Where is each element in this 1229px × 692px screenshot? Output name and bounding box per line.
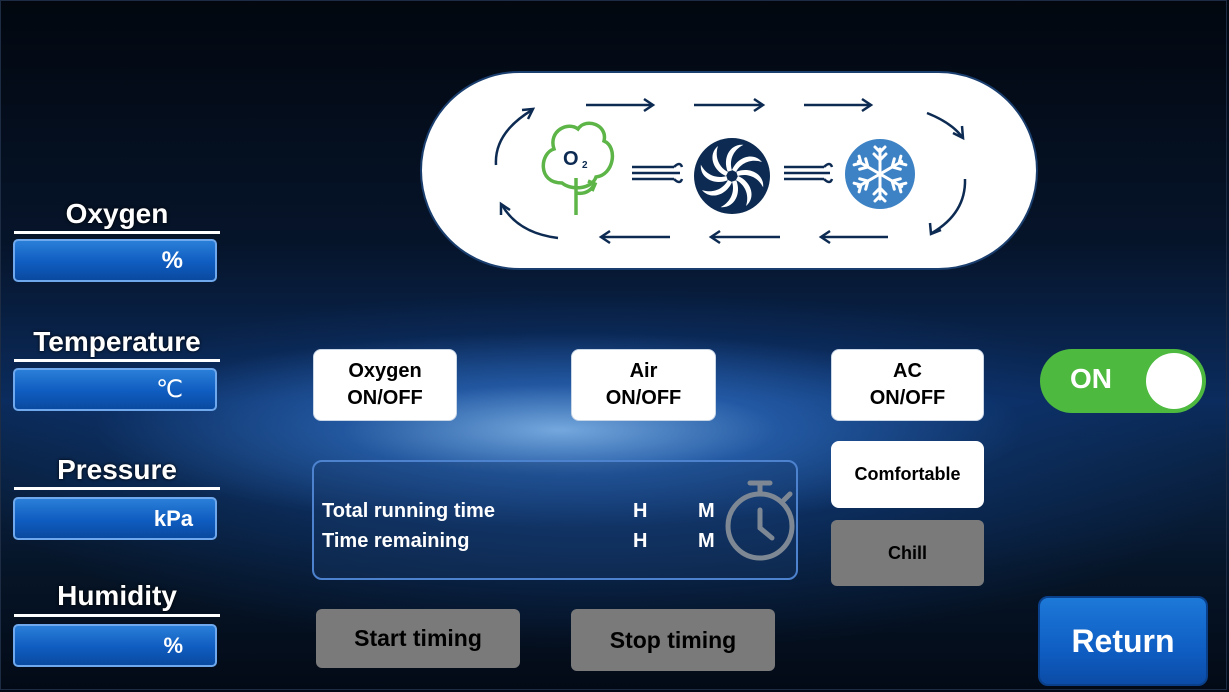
air-onoff-line2: ON/OFF (605, 387, 682, 409)
fan-icon (694, 138, 770, 214)
power-toggle[interactable]: ON (1040, 349, 1206, 413)
wind-icon (632, 162, 684, 184)
humidity-unit: % (163, 632, 183, 658)
oxygen-unit: % (161, 246, 183, 274)
humidity-divider (14, 614, 220, 617)
flow-arrow-icon (494, 97, 967, 245)
humidity-label: Humidity (57, 580, 177, 611)
oxygen-label: Oxygen (65, 198, 169, 229)
tree-o2-icon: O 2 (541, 121, 615, 215)
remaining-minutes-unit: M (698, 530, 715, 552)
air-onoff-line1: Air (629, 360, 658, 382)
stopwatch-icon (725, 480, 795, 561)
timer-panel: Total running time H M Time remaining H … (312, 460, 798, 580)
air-process-diagram: O 2 (420, 71, 1038, 270)
mode-chill-label: Chill (888, 542, 927, 563)
ac-onoff-button[interactable]: AC ON/OFF (831, 349, 984, 421)
oxygen-onoff-line2: ON/OFF (347, 387, 423, 409)
total-hours-unit: H (633, 500, 648, 522)
pressure-label: Pressure (57, 454, 177, 485)
temperature-unit: ℃ (156, 376, 183, 403)
pressure-divider (14, 487, 220, 490)
ac-onoff-line1: AC (893, 360, 922, 382)
pressure-unit: kPa (153, 505, 193, 531)
return-label: Return (1071, 622, 1175, 659)
start-timing-button[interactable]: Start timing (316, 609, 520, 668)
o2-text: O (563, 148, 579, 170)
wind-icon (784, 162, 834, 184)
power-toggle-label: ON (1070, 363, 1112, 394)
temperature-divider (14, 359, 220, 362)
humidity-reading-box: % (13, 624, 217, 667)
return-button[interactable]: Return (1038, 596, 1208, 686)
oxygen-divider (14, 231, 220, 234)
time-remaining-label: Time remaining (322, 530, 470, 552)
oxygen-onoff-line1: Oxygen (348, 360, 422, 382)
temperature-label: Temperature (33, 326, 201, 357)
pressure-reading-box: kPa (13, 497, 217, 540)
start-timing-label: Start timing (354, 625, 482, 651)
stop-timing-label: Stop timing (609, 626, 737, 653)
stop-timing-button[interactable]: Stop timing (571, 609, 775, 671)
power-toggle-knob (1146, 353, 1202, 409)
mode-comfortable-label: Comfortable (854, 464, 961, 484)
mode-comfortable-button[interactable]: Comfortable (831, 441, 984, 508)
temperature-reading-box: ℃ (13, 368, 217, 411)
ac-onoff-line2: ON/OFF (869, 387, 946, 409)
total-minutes-unit: M (698, 500, 715, 522)
o2-subscript: 2 (582, 160, 588, 171)
snowflake-icon (845, 139, 915, 209)
remaining-hours-unit: H (633, 530, 648, 552)
total-running-time-label: Total running time (322, 500, 495, 522)
oxygen-reading-box: % (13, 239, 217, 282)
mode-chill-button[interactable]: Chill (831, 520, 984, 586)
